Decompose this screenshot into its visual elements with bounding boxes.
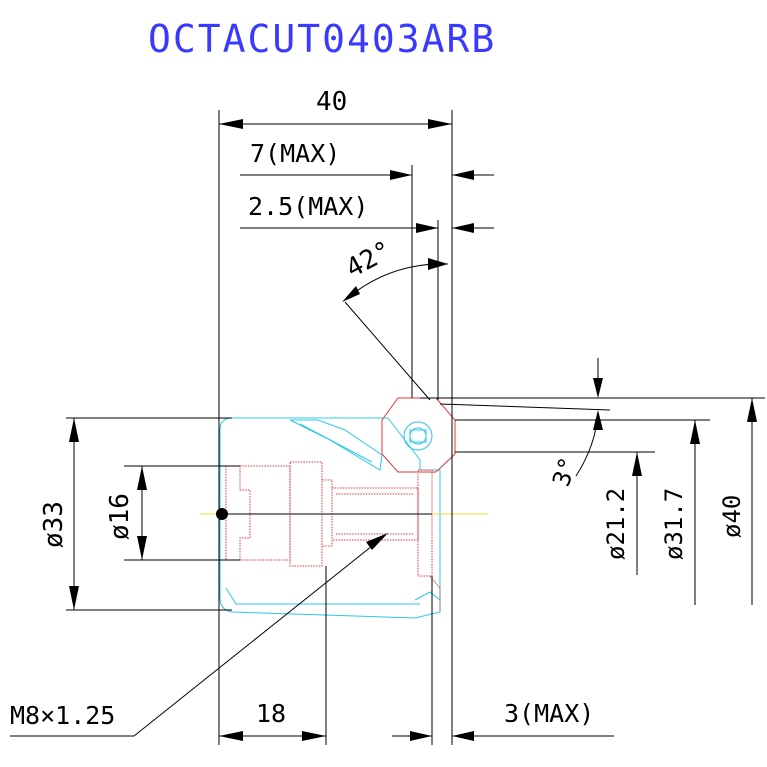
dim-40-label: 40 bbox=[316, 87, 347, 117]
thread-label: M8×1.25 bbox=[10, 701, 115, 730]
dim-3max: 3(MAX) bbox=[392, 699, 614, 741]
dim-7max-label: 7(MAX) bbox=[250, 139, 340, 168]
angle-42-label: 42° bbox=[341, 236, 397, 285]
dim-angle-3: 3° bbox=[547, 358, 603, 490]
leader-thread: M8×1.25 bbox=[10, 533, 388, 737]
extension-lines bbox=[66, 110, 765, 745]
dim-dia-31-7: ø31.7 bbox=[660, 420, 700, 605]
dim-length-18: 18 bbox=[219, 699, 326, 741]
cutter-body-outline bbox=[219, 417, 441, 619]
dim-2-5max-label: 2.5(MAX) bbox=[248, 192, 368, 221]
dia-33-label: ø33 bbox=[39, 501, 69, 548]
dim-2-5max: 2.5(MAX) bbox=[240, 192, 494, 233]
dia-40-label: ø40 bbox=[718, 495, 746, 538]
dia-16-label: ø16 bbox=[105, 493, 135, 540]
dim-dia-16: ø16 bbox=[105, 466, 147, 560]
angle-3-label: 3° bbox=[547, 454, 583, 490]
dim-overall-length: 40 bbox=[219, 87, 452, 129]
dim-dia-33: ø33 bbox=[39, 418, 79, 610]
clamp-screw-and-insert bbox=[225, 397, 456, 612]
drawing-title: OCTACUT0403ARB bbox=[148, 17, 496, 61]
octagon-insert bbox=[381, 397, 456, 473]
dim-dia-21-2: ø21.2 bbox=[602, 452, 642, 575]
dim-dia-40: ø40 bbox=[718, 398, 757, 605]
dia-31-7-label: ø31.7 bbox=[660, 488, 688, 560]
dim-18-label: 18 bbox=[256, 699, 286, 728]
dim-3max-label: 3(MAX) bbox=[504, 699, 594, 728]
dim-angle-42: 42° bbox=[341, 236, 449, 401]
dia-21-2-label: ø21.2 bbox=[602, 488, 630, 560]
dim-7max: 7(MAX) bbox=[240, 139, 494, 180]
